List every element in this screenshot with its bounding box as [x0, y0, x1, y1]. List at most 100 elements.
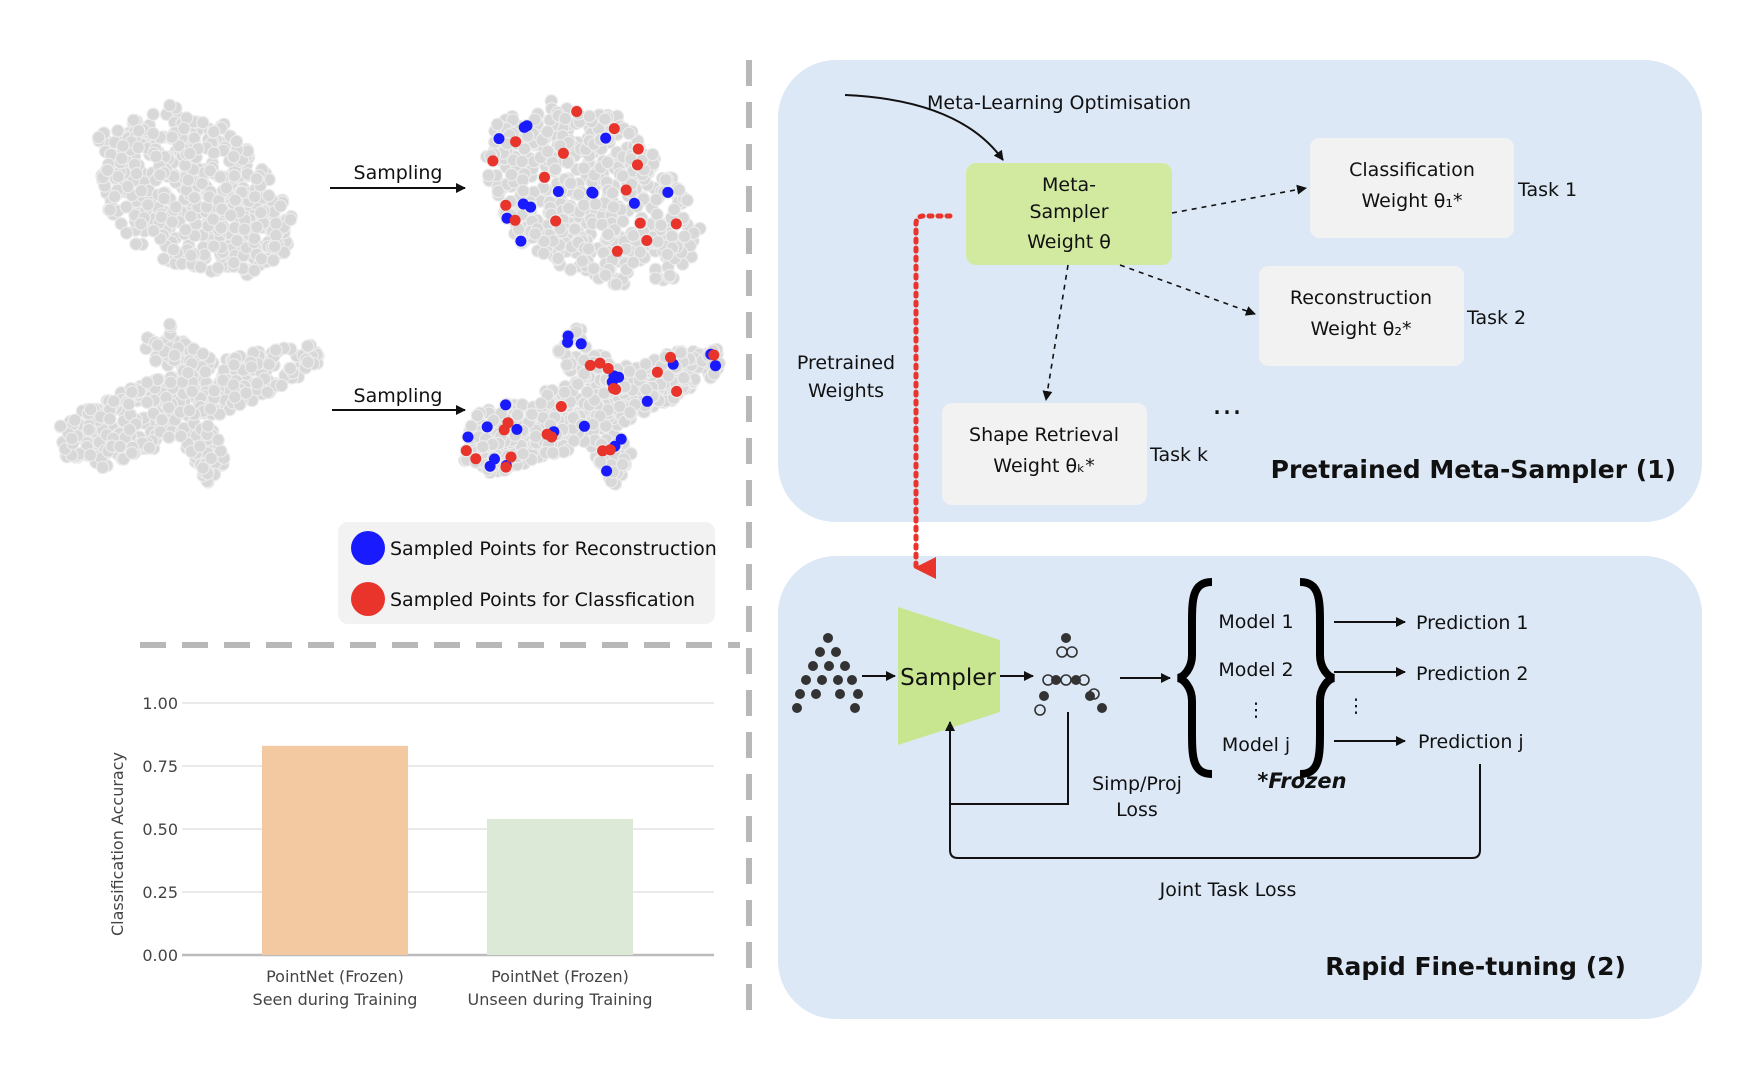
cloud-point [570, 377, 585, 391]
cloud-point [196, 346, 210, 361]
task-2-label: Task 2 [1466, 307, 1526, 329]
cloud-point [262, 357, 276, 372]
sampled-point [539, 171, 550, 183]
cloud-point [116, 139, 130, 153]
cloud-point [141, 198, 155, 212]
meta-box-line-3: Weight θ [1027, 231, 1111, 253]
cloud-point [510, 408, 525, 422]
rec-box-line-2: Weight θ₂* [1311, 318, 1412, 340]
meta-box-line-2: Sampler [1029, 201, 1108, 223]
cloud-point [677, 229, 692, 244]
chart-ytick-label: 1.00 [142, 694, 178, 713]
cloud-point [226, 149, 241, 164]
cloud-point [230, 233, 244, 248]
prediction-2-label: Prediction 2 [1416, 663, 1529, 685]
cloud-point [131, 140, 145, 155]
cloud-point [301, 355, 315, 369]
cloud-point [606, 200, 621, 214]
sampled-point [500, 399, 512, 411]
cloud-point [95, 460, 110, 475]
cloud-point [504, 167, 519, 182]
cloud-point [651, 235, 665, 249]
model-2-label: Model 2 [1218, 659, 1293, 681]
sampled-point [550, 215, 562, 227]
cloud-point [83, 402, 98, 417]
sampled-point [575, 338, 587, 350]
cloud-point [476, 439, 490, 454]
sampled-point [641, 395, 653, 407]
cloud-point [648, 271, 663, 286]
cloud-point [577, 198, 591, 212]
cloud-point [540, 144, 555, 159]
sampled-point [509, 214, 521, 226]
cloud-point [226, 255, 241, 270]
sampled-point [546, 431, 558, 443]
cloud-point [575, 254, 590, 268]
cloud-point [228, 193, 242, 207]
prediction-j-label: Prediction j [1418, 731, 1524, 753]
rapid-finetuning-panel: Sampler Model 1 Model 2 ⋮ Model j Predic… [778, 556, 1702, 1019]
cloud-point [169, 200, 183, 214]
sampled-point-filled [1061, 633, 1071, 643]
cloud-point [119, 200, 134, 214]
cloud-point [557, 385, 572, 400]
legend-label-classification: Sampled Points for Classfication [390, 589, 695, 611]
cloud-point [676, 371, 691, 385]
cloud-point [195, 176, 209, 191]
cloud-point [193, 439, 207, 453]
cloud-point [563, 262, 578, 277]
cloud-point [548, 162, 563, 177]
cloud-point [247, 263, 261, 278]
more-tasks-ellipsis: … [1212, 387, 1242, 422]
cloud-point [134, 184, 149, 198]
sampled-point [615, 433, 627, 445]
cloud-point [122, 422, 137, 437]
input-point [833, 675, 843, 685]
cloud-point [273, 199, 288, 213]
cloud-point [167, 348, 182, 363]
cloud-point [227, 169, 242, 183]
sampled-point [628, 197, 640, 209]
chart-category-label: Unseen during Training [468, 990, 653, 1009]
cloud-point [129, 166, 144, 181]
input-point [811, 689, 821, 699]
sampled-point [500, 461, 512, 473]
cloud-point [667, 202, 682, 217]
cloud-point [140, 375, 154, 390]
cloud-point [198, 365, 213, 379]
sampled-point [462, 431, 474, 443]
cloud-point [203, 402, 218, 416]
cloud-point [165, 130, 179, 144]
cloud-point [615, 457, 630, 472]
sampled-point [500, 199, 512, 211]
sampled-point [470, 453, 482, 465]
cloud-point [239, 386, 253, 400]
chart-bar [262, 745, 408, 955]
sampled-point [665, 351, 676, 363]
sampled-point [601, 465, 613, 477]
cloud-point [540, 124, 555, 139]
cloud-point [182, 403, 197, 418]
cloud-point [680, 193, 694, 208]
sampled-point [671, 385, 683, 397]
cloud-point [206, 212, 220, 227]
sampled-point-filled [1097, 703, 1107, 713]
input-point [831, 647, 841, 657]
sampled-point [571, 106, 583, 117]
sampled-point [511, 423, 523, 435]
cloud-point [588, 197, 603, 211]
input-point [815, 647, 825, 657]
sampled-point [489, 453, 500, 465]
cloud-point [82, 422, 96, 437]
cloud-point [622, 126, 636, 141]
cloud-point [622, 364, 637, 379]
prediction-1-label: Prediction 1 [1416, 612, 1529, 634]
cloud-point [111, 169, 125, 184]
cloud-point [162, 430, 176, 444]
sampled-point [632, 159, 643, 171]
cloud-point [153, 168, 167, 182]
input-point [817, 675, 827, 685]
cloud-point [244, 360, 259, 374]
input-point [824, 661, 834, 671]
cloud-point [140, 395, 154, 410]
